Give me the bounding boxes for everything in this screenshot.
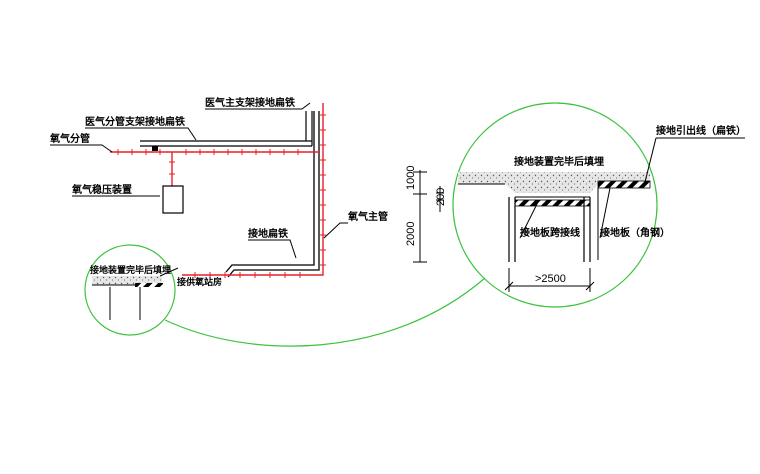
oxygen-branch-pipe-label: 氧气分管	[49, 132, 90, 145]
oxygen-branch-pipe	[110, 151, 320, 186]
oxygen-main-pipe-label: 氧气主管	[347, 210, 388, 223]
dimension-200: 200	[435, 188, 447, 206]
detail-connector-curve	[164, 277, 486, 347]
dimension-1000: 1000	[405, 166, 417, 190]
ground-plates	[508, 197, 591, 262]
pipe-hanger	[152, 146, 158, 151]
oxygen-branch-pipe-ticks	[117, 149, 299, 175]
backfill-small-label: 接地装置完毕后填埋	[90, 264, 171, 276]
large-detail-circle	[452, 102, 658, 308]
pressure-regulator-box	[162, 185, 184, 214]
branch-support-flat-iron-label: 医气分管支架接地扁铁	[85, 115, 185, 128]
soil-backfill	[458, 172, 650, 193]
dimension-2500: >2500	[535, 273, 566, 285]
ground-flat-iron-label: 接地扁铁	[248, 227, 288, 240]
support-beam	[140, 111, 313, 147]
ground-plate-label: 接地板（角钢）	[600, 226, 670, 239]
backfill-label: 接地装置完毕后填埋	[514, 155, 604, 168]
oxygen-main-pipe-ticks	[194, 114, 326, 278]
ground-lead-flat-iron	[597, 180, 651, 189]
oxygen-main-pipe	[182, 103, 324, 276]
dimension-lines	[413, 170, 595, 292]
oxygen-pressure-regulator-label: 氧气稳压装置	[71, 183, 132, 196]
main-support-flat-iron-label: 医气主支架接地扁铁	[205, 96, 295, 109]
ground-lead-wire-label: 接地引出线（扁铁）	[656, 124, 746, 137]
leader-lines-left	[50, 102, 348, 259]
dimension-2000: 2000	[405, 222, 417, 246]
connect-supply-station-label: 接供氧站房	[177, 276, 222, 288]
ground-flat-iron-path	[225, 111, 320, 278]
leader-lines-right	[519, 137, 745, 239]
ground-plate-jumper-label: 接地板跨接线	[520, 226, 580, 239]
ground-plate-jumper-bar	[514, 199, 591, 207]
small-detail-circle: 接地装置完毕后填埋	[84, 244, 179, 336]
